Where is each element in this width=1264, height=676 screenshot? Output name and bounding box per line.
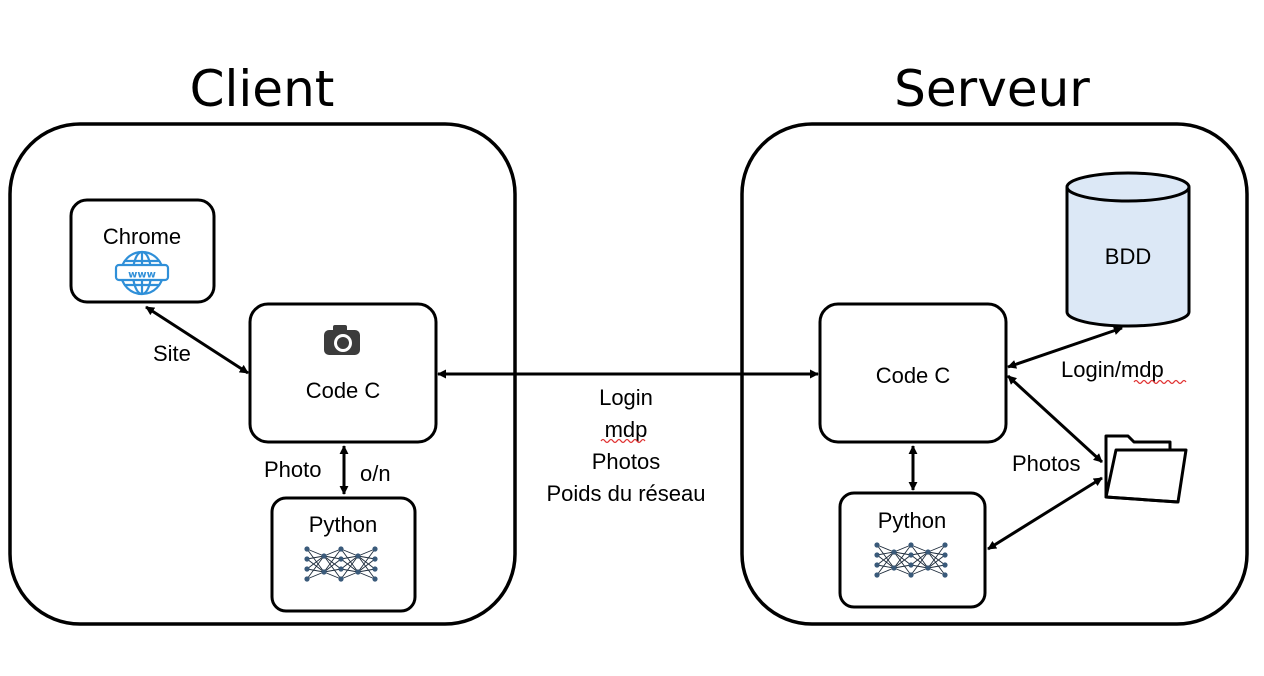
spellcheck-underline xyxy=(1133,379,1187,385)
camera-icon xyxy=(324,325,360,355)
client-code-label: Code C xyxy=(306,378,381,403)
client-code-box xyxy=(248,302,438,444)
client-python-label: Python xyxy=(309,512,378,537)
site-label: Site xyxy=(153,341,191,366)
www-globe-icon: www xyxy=(114,250,170,296)
photo-label: Photo xyxy=(264,457,322,482)
client-title: Client xyxy=(190,60,335,118)
server-code-box xyxy=(818,302,1008,444)
link-line-login: Login xyxy=(599,385,653,410)
server-code-label: Code C xyxy=(876,363,951,388)
server-title: Serveur xyxy=(894,60,1090,118)
folder-icon xyxy=(1104,434,1188,504)
client-python-box xyxy=(270,496,417,613)
chrome-label: Chrome xyxy=(103,224,181,249)
code-db-arrow xyxy=(1007,326,1123,369)
chrome-code-arrow xyxy=(145,305,249,375)
login-mdp-label: Login/mdp xyxy=(1061,357,1164,382)
spellcheck-underline xyxy=(600,438,646,444)
code-folder-arrow xyxy=(1006,374,1104,464)
link-line-mdp: mdp xyxy=(605,417,648,442)
server-python-box xyxy=(838,491,987,609)
neural-network-icon xyxy=(304,546,378,582)
neural-network-icon xyxy=(874,542,948,578)
server-photos-label: Photos xyxy=(1012,451,1081,476)
link-line-weights: Poids du réseau xyxy=(547,481,706,506)
link-line-photos: Photos xyxy=(592,449,661,474)
server-python-label: Python xyxy=(878,508,947,533)
on-label: o/n xyxy=(360,461,391,486)
db-label: BDD xyxy=(1105,244,1151,269)
database-cylinder xyxy=(1065,171,1191,328)
svg-text:www: www xyxy=(128,270,156,281)
python-folder-arrow xyxy=(987,476,1103,551)
